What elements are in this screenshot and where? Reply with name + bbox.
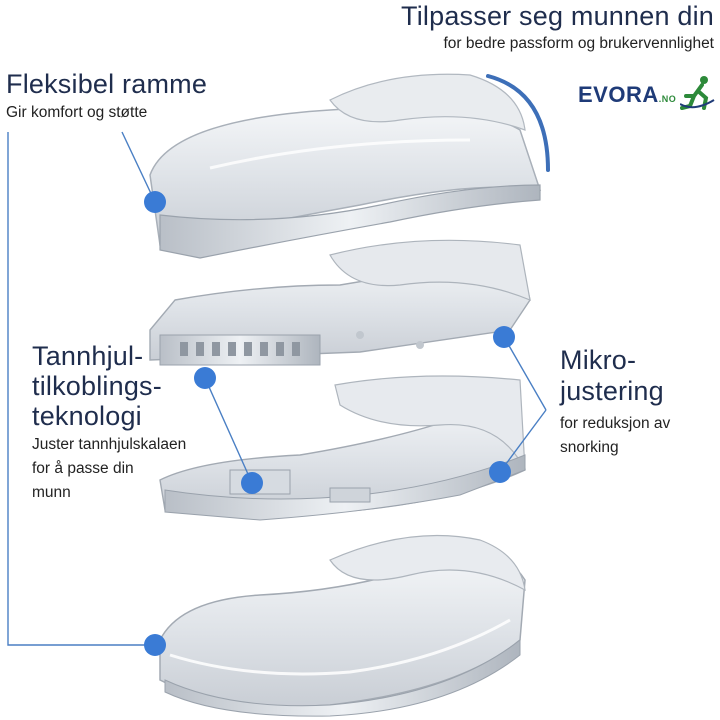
headline-title: Tilpasser seg munnen din [401, 1, 714, 31]
callout-gear-title-1: Tannhjul- [32, 341, 144, 371]
layer-top-tray [149, 73, 542, 259]
callout-dots [144, 191, 515, 656]
line-frame [121, 131, 156, 203]
headline-subtitle: for bedre passform og brukervennlighet [443, 35, 714, 52]
dot-bottom [144, 634, 166, 656]
dot-gear-a [194, 367, 216, 389]
dot-gear-b [241, 472, 263, 494]
callout-micro-title-2: justering [560, 376, 664, 406]
dot-micro-b [489, 461, 511, 483]
callout-frame-desc: Gir komfort og støtte [6, 104, 148, 121]
line-frame-left [7, 132, 155, 646]
running-person-icon [680, 76, 715, 110]
callout-gear-title-3: teknologi [32, 401, 142, 431]
callout-micro-desc-1: for reduksjon av [560, 415, 671, 432]
evora-logo: EVORA.NO [578, 74, 718, 120]
line-micro-2 [499, 409, 547, 473]
callout-gear-desc-2: for å passe din [32, 460, 134, 477]
layer-adjust-plate [159, 375, 526, 521]
callout-gear-title-2: tilkoblings- [32, 371, 162, 401]
dot-micro-a [493, 326, 515, 348]
line-gear [204, 377, 253, 484]
logo-brand: EVORA.NO [578, 82, 677, 107]
callout-micro-desc-2: snorking [560, 439, 619, 456]
callout-lines [7, 131, 547, 646]
callout-gear-desc-1: Juster tannhjulskalaen [32, 436, 187, 453]
dot-frame [144, 191, 166, 213]
callout-micro-title-1: Mikro- [560, 345, 637, 375]
layer-bottom-tray [159, 534, 526, 717]
callout-frame-title: Fleksibel ramme [6, 69, 208, 99]
callout-gear-desc-3: munn [32, 484, 71, 501]
decorative-arc [486, 74, 550, 172]
logo-suffix: .NO [658, 94, 677, 104]
line-micro [503, 336, 547, 411]
layer-gear-plate [149, 239, 531, 366]
